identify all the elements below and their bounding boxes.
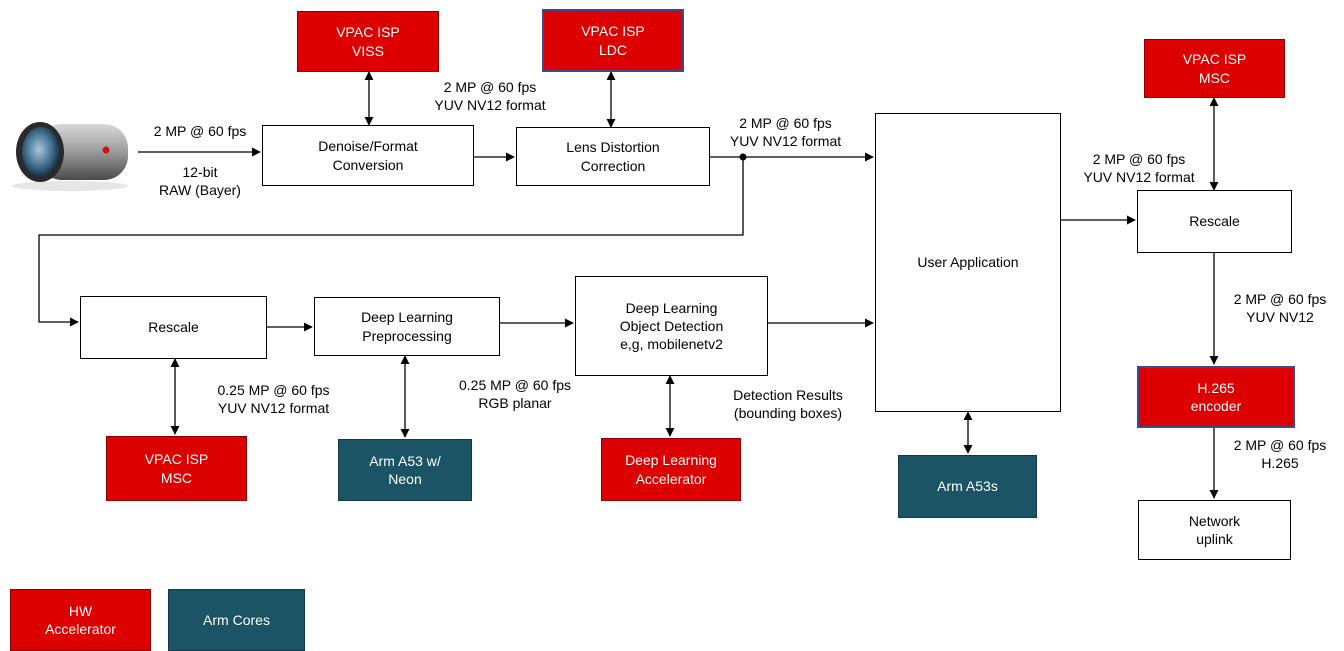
app-output-label: 2 MP @ 60 fps YUV NV12 format: [1083, 151, 1195, 186]
network-uplink-block: Network uplink: [1138, 500, 1291, 560]
rescale-left-output-label: 0.25 MP @ 60 fps YUV NV12 format: [217, 382, 330, 417]
legend-hw-accelerator: HW Accelerator: [10, 589, 151, 651]
h265-encoder-block: H.265 encoder: [1137, 366, 1295, 428]
user-application-block: User Application: [875, 113, 1061, 412]
lens-distortion-block: Lens Distortion Correction: [516, 127, 710, 186]
branch-dot: [739, 153, 747, 161]
dl-preprocessing-block: Deep Learning Preprocessing: [314, 297, 500, 356]
denoise-output-label: 2 MP @ 60 fps YUV NV12 format: [434, 79, 546, 114]
h265-output-label: 2 MP @ 60 fps H.265: [1233, 437, 1327, 472]
dl-object-detection-block: Deep Learning Object Detection e,g, mobi…: [575, 276, 768, 376]
vpac-isp-msc-top-block: VPAC ISP MSC: [1144, 39, 1285, 98]
rescale-output-label: 2 MP @ 60 fps YUV NV12: [1233, 291, 1327, 326]
branch-to-rescale-arrow: [38, 157, 744, 327]
camera-icon: [8, 112, 138, 192]
denoise-block: Denoise/Format Conversion: [262, 125, 474, 186]
legend-arm-cores: Arm Cores: [168, 589, 305, 651]
arm-a53-neon-block: Arm A53 w/ Neon: [338, 439, 472, 501]
vpac-isp-ldc-block: VPAC ISP LDC: [542, 9, 684, 72]
detection-results-label: Detection Results (bounding boxes): [733, 387, 843, 422]
vpac-isp-viss-block: VPAC ISP VISS: [297, 11, 439, 72]
rescale-right-block: Rescale: [1137, 190, 1292, 253]
camera-format-label: 12-bit RAW (Bayer): [159, 164, 241, 199]
arm-a53s-block: Arm A53s: [898, 455, 1037, 518]
camera-rate-label: 2 MP @ 60 fps: [153, 123, 247, 139]
vpac-isp-msc-bottom-block: VPAC ISP MSC: [106, 436, 247, 501]
preprocessing-output-label: 0.25 MP @ 60 fps RGB planar: [458, 377, 571, 412]
dl-accelerator-block: Deep Learning Accelerator: [601, 438, 741, 501]
lens-output-label: 2 MP @ 60 fps YUV NV12 format: [729, 115, 842, 150]
rescale-left-block: Rescale: [80, 296, 267, 359]
